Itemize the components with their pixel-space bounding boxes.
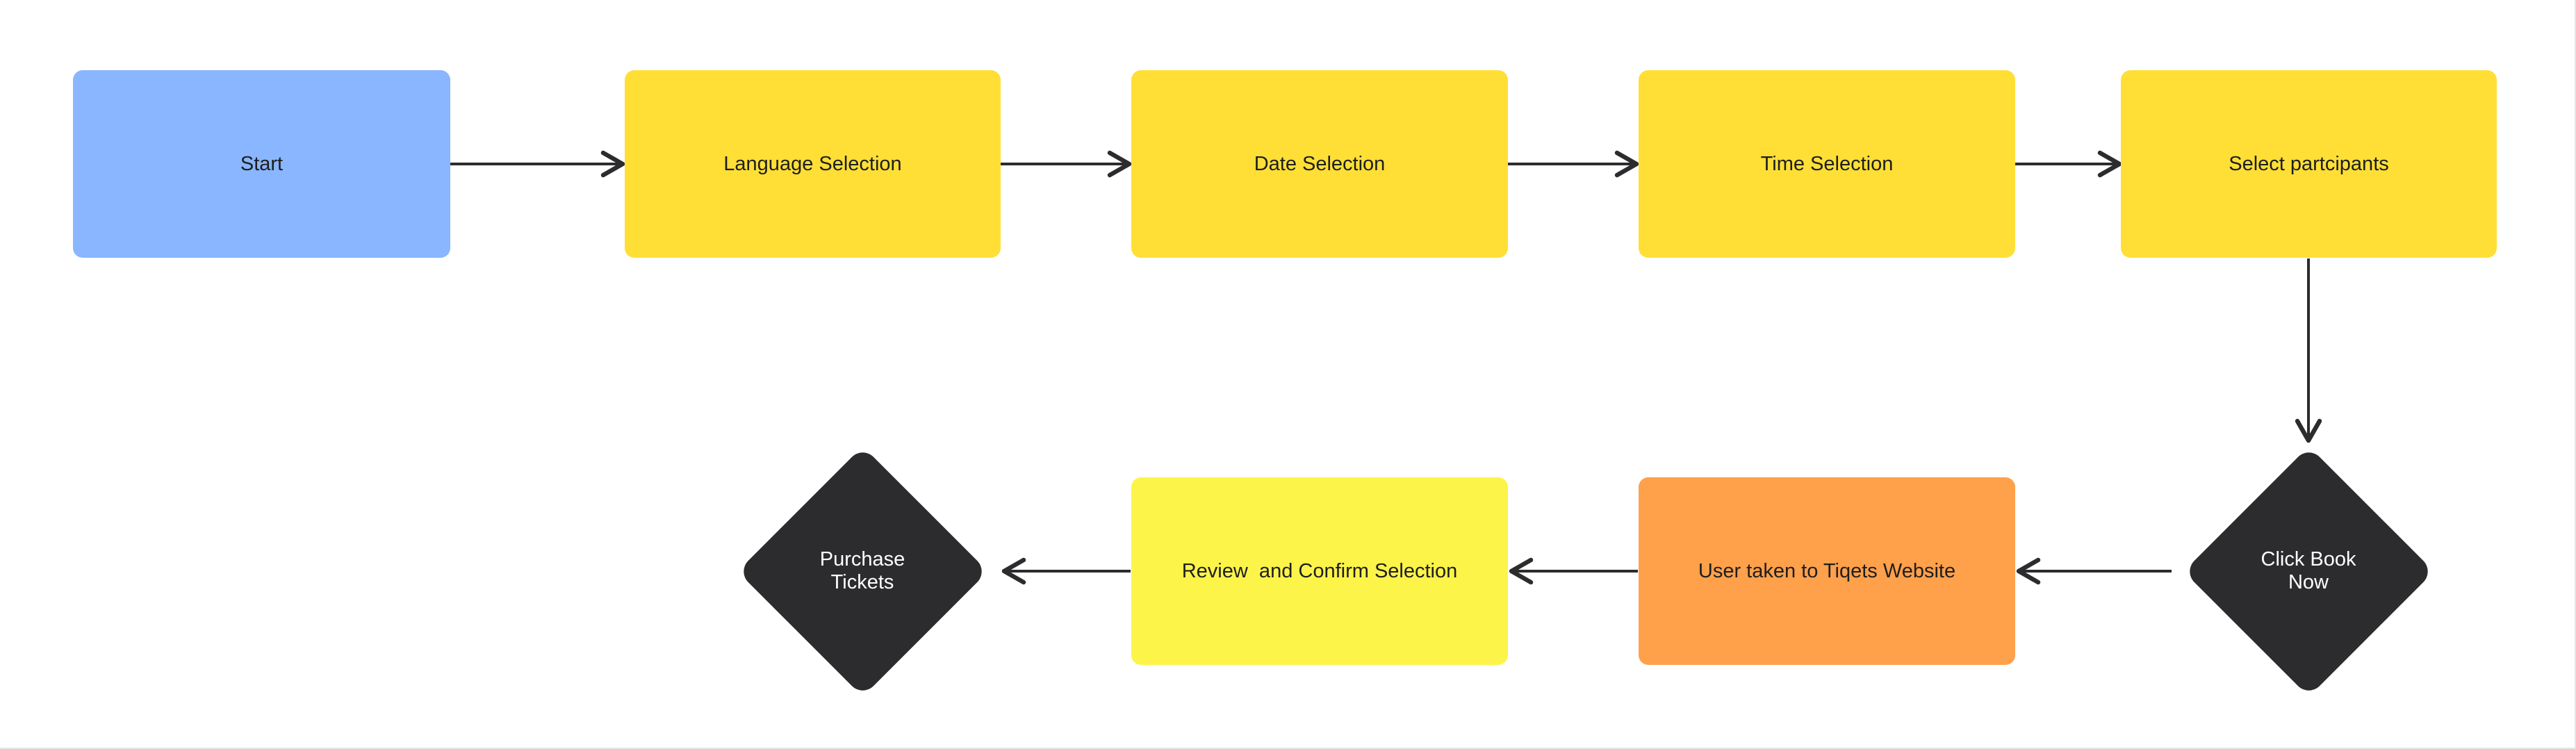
node-click-book-now-label: Click Book Now (2261, 548, 2356, 593)
node-review-confirm-selection[interactable]: Review and Confirm Selection (1131, 477, 1508, 665)
node-time-selection[interactable]: Time Selection (1639, 70, 2015, 258)
node-purchase-tickets[interactable]: Purchase Tickets (729, 445, 996, 698)
node-select-participants[interactable]: Select partcipants (2121, 70, 2497, 258)
node-click-book-now[interactable]: Click Book Now (2175, 445, 2442, 698)
node-time-selection-label: Time Selection (1760, 153, 1894, 175)
node-review-confirm-selection-label: Review and Confirm Selection (1181, 560, 1458, 582)
node-date-selection-label: Date Selection (1254, 153, 1386, 175)
node-purchase-tickets-label: Purchase Tickets (819, 548, 905, 593)
node-language-selection-label: Language Selection (723, 153, 902, 175)
node-start-label: Start (240, 153, 284, 175)
node-date-selection[interactable]: Date Selection (1131, 70, 1508, 258)
node-select-participants-label: Select partcipants (2229, 153, 2389, 175)
node-language-selection[interactable]: Language Selection (625, 70, 1001, 258)
node-user-taken-to-tiqets-label: User taken to Tiqets Website (1698, 560, 1956, 582)
node-user-taken-to-tiqets[interactable]: User taken to Tiqets Website (1639, 477, 2015, 665)
node-start[interactable]: Start (73, 70, 450, 258)
